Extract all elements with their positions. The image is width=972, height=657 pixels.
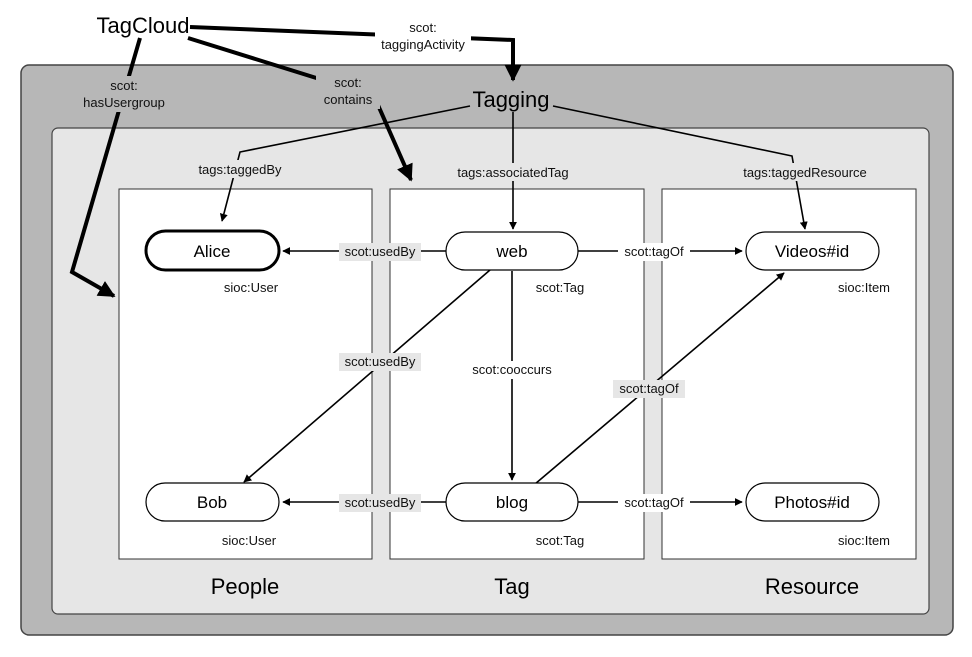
label-bg [613, 380, 685, 398]
section-resource: Resource [765, 574, 859, 599]
edge-tagging-activity [189, 25, 522, 82]
node-photos [745, 482, 880, 522]
node-tagcloud: TagCloud [97, 13, 190, 38]
type-web: scot:Tag [536, 280, 584, 295]
label-web-tagof-videos: scot:tagOf [624, 244, 684, 259]
label-has-usergroup-2: hasUsergroup [83, 95, 165, 110]
type-blog: scot:Tag [536, 533, 584, 548]
label-bg [192, 160, 288, 178]
label-web-usedby-alice: scot:usedBy [345, 244, 416, 259]
label-blog-usedby-bob: scot:usedBy [345, 495, 416, 510]
edge-tagged-resource [552, 105, 808, 230]
type-videos: sioc:Item [838, 280, 890, 295]
label-blog-tagof-videos: scot:tagOf [619, 381, 679, 396]
node-photos-label: Photos#id [774, 493, 850, 512]
edge-blog-tagof-videos [534, 272, 785, 485]
label-web-usedby-bob: scot:usedBy [345, 354, 416, 369]
node-alice-label: Alice [194, 242, 231, 261]
edge-tagged-by [219, 105, 471, 222]
label-contains-2: contains [324, 92, 373, 107]
section-tag: Tag [494, 574, 529, 599]
label-tagged-by: tags:taggedBy [198, 162, 282, 177]
label-bg [316, 73, 380, 109]
label-associated-tag: tags:associatedTag [457, 165, 568, 180]
label-bg [339, 353, 421, 371]
type-bob: sioc:User [222, 533, 277, 548]
edge-web-usedby-bob [243, 269, 491, 483]
label-bg [735, 163, 875, 181]
label-bg [618, 494, 690, 512]
section-people: People [211, 574, 280, 599]
label-tagged-resource: tags:taggedResource [743, 165, 867, 180]
label-contains-1: scot: [334, 75, 361, 90]
node-tagging: Tagging [472, 87, 549, 112]
node-blog [445, 482, 579, 522]
node-alice [144, 229, 281, 272]
node-blog-label: blog [496, 493, 528, 512]
label-bg [449, 163, 577, 181]
node-bob [145, 482, 280, 522]
label-bg [339, 243, 421, 261]
label-bg [375, 18, 471, 54]
node-bob-label: Bob [197, 493, 227, 512]
type-alice: sioc:User [224, 280, 279, 295]
label-has-usergroup-1: scot: [110, 78, 137, 93]
type-photos: sioc:Item [838, 533, 890, 548]
label-bg [76, 76, 172, 112]
node-videos-label: Videos#id [775, 242, 849, 261]
node-web [445, 231, 579, 271]
label-bg [339, 494, 421, 512]
node-web-label: web [495, 242, 527, 261]
label-bg [618, 243, 690, 261]
label-tagging-activity-1: scot: [409, 20, 436, 35]
label-cooccurs: scot:cooccurs [472, 362, 552, 377]
label-tagging-activity-2: taggingActivity [381, 37, 465, 52]
label-bg [466, 361, 558, 379]
node-videos [745, 231, 880, 271]
label-blog-tagof-photos: scot:tagOf [624, 495, 684, 510]
edge-has-usergroup [69, 37, 142, 298]
